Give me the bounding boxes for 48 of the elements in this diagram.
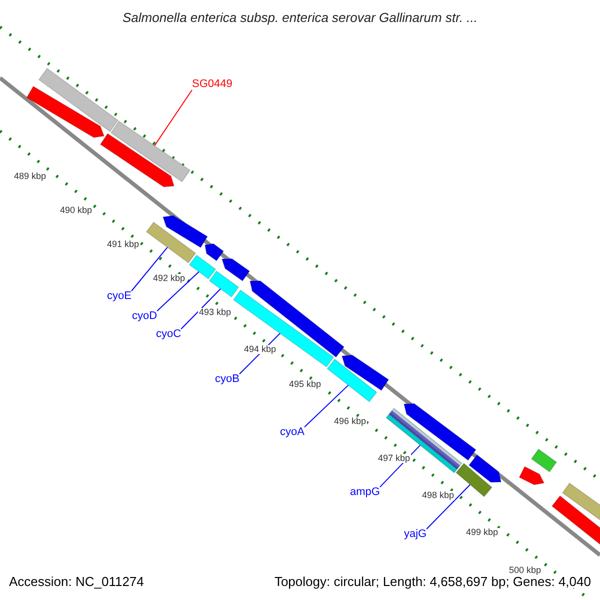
gene-block: [208, 270, 240, 298]
gene-block: [100, 132, 175, 188]
gene-block: [518, 466, 545, 486]
gene-label: ampG: [350, 487, 380, 498]
gene-label: cyoA: [280, 427, 304, 438]
scale-label: 491 kbp: [106, 240, 140, 249]
scale-label: 493 kbp: [198, 308, 232, 317]
gene-label: cyoC: [156, 329, 182, 340]
scale-label: 490 kbp: [59, 206, 94, 215]
gene-block: [562, 482, 600, 522]
gene-block: [551, 495, 600, 546]
leader-line: [156, 271, 200, 312]
leader-line: [154, 90, 192, 146]
scale-label: 492 kbp: [152, 274, 186, 283]
leader-line: [426, 484, 471, 530]
gene-block: [162, 215, 208, 248]
gene-block: [232, 289, 334, 368]
gene-block: [468, 454, 502, 483]
scale-label: 496 kbp: [333, 417, 368, 426]
gene-block: [38, 68, 119, 132]
scale-label: 499 kbp: [465, 528, 500, 537]
gene-block: [146, 222, 196, 264]
leader-line: [131, 246, 168, 292]
leader-line: [304, 384, 349, 428]
gene-block: [326, 358, 378, 402]
gene-label: yajG: [404, 529, 427, 540]
scale-label: 495 kbp: [288, 380, 322, 389]
gene-block: [221, 258, 250, 282]
gene-block: [530, 448, 558, 473]
gene-block: [188, 254, 216, 280]
scale-label: 497 kbp: [377, 454, 412, 463]
scale-label: 489 kbp: [13, 172, 48, 181]
scale-label: 494 kbp: [243, 345, 278, 354]
gene-block: [341, 354, 390, 392]
gene-block: [204, 243, 224, 262]
gene-label: cyoB: [215, 374, 240, 385]
scale-label: 500 kbp: [508, 566, 542, 575]
scale-label: 498 kbp: [421, 491, 456, 500]
gene-label: SG0449: [192, 79, 232, 90]
leader-line: [180, 288, 221, 330]
gene-label: cyoE: [107, 291, 132, 302]
gene-block: [455, 462, 493, 498]
footer-text: Topology: circular; Length: 4,658,697 bp; Genes: 4,040: [274, 575, 591, 588]
gene-label: cyoD: [132, 311, 158, 322]
diagram-title: Salmonella enterica subsp. enterica serovar Gallinarum str. ...: [121, 11, 478, 24]
footer-text: Accession: NC_011274: [9, 575, 144, 588]
gene-block: [26, 86, 105, 138]
gene-block: [110, 120, 191, 182]
